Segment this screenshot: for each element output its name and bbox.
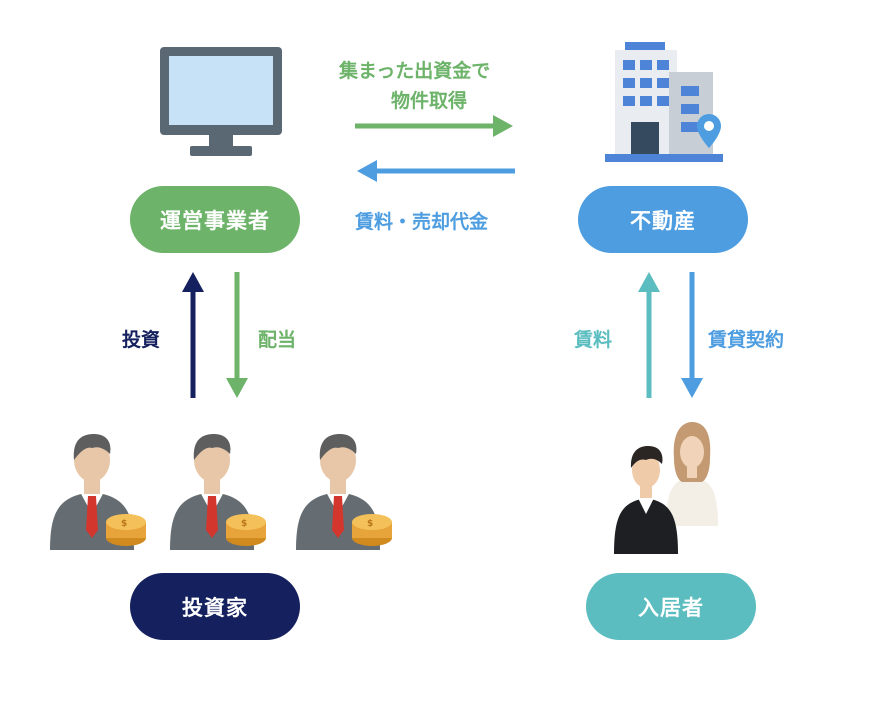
acquisition-label-line2: 物件取得 <box>391 90 468 112</box>
operator-node: 運営事業者 <box>130 186 300 253</box>
rent-sale-label: 賃料・売却代金 <box>355 211 489 233</box>
arrow-rent <box>638 272 660 398</box>
arrow-investment <box>182 272 204 398</box>
lease-contract-label: 賃貸契約 <box>708 329 785 351</box>
investor-with-coins-icon: $ <box>50 434 146 550</box>
arrow-acquisition <box>355 115 513 137</box>
tenant-couple-icon <box>614 422 718 554</box>
tenants-node: 入居者 <box>586 573 756 640</box>
investor-with-coins-icon: $ <box>296 434 392 550</box>
arrow-dividend <box>226 272 248 398</box>
investor-with-coins-icon: $ <box>170 434 266 550</box>
arrow-rent-sale <box>357 160 515 182</box>
investment-label: 投資 <box>122 329 161 351</box>
arrow-lease <box>681 272 703 398</box>
dividend-label: 配当 <box>258 329 297 351</box>
svg-text:$: $ <box>241 519 247 529</box>
svg-text:$: $ <box>367 519 373 529</box>
computer-monitor-icon <box>160 47 282 156</box>
real-estate-node: 不動産 <box>578 186 748 253</box>
rent-label: 賃料 <box>574 329 613 351</box>
acquisition-label-line1: 集まった出資金で <box>339 60 491 82</box>
office-building-icon <box>605 42 723 162</box>
svg-text:$: $ <box>121 519 127 529</box>
investors-node: 投資家 <box>130 573 300 640</box>
